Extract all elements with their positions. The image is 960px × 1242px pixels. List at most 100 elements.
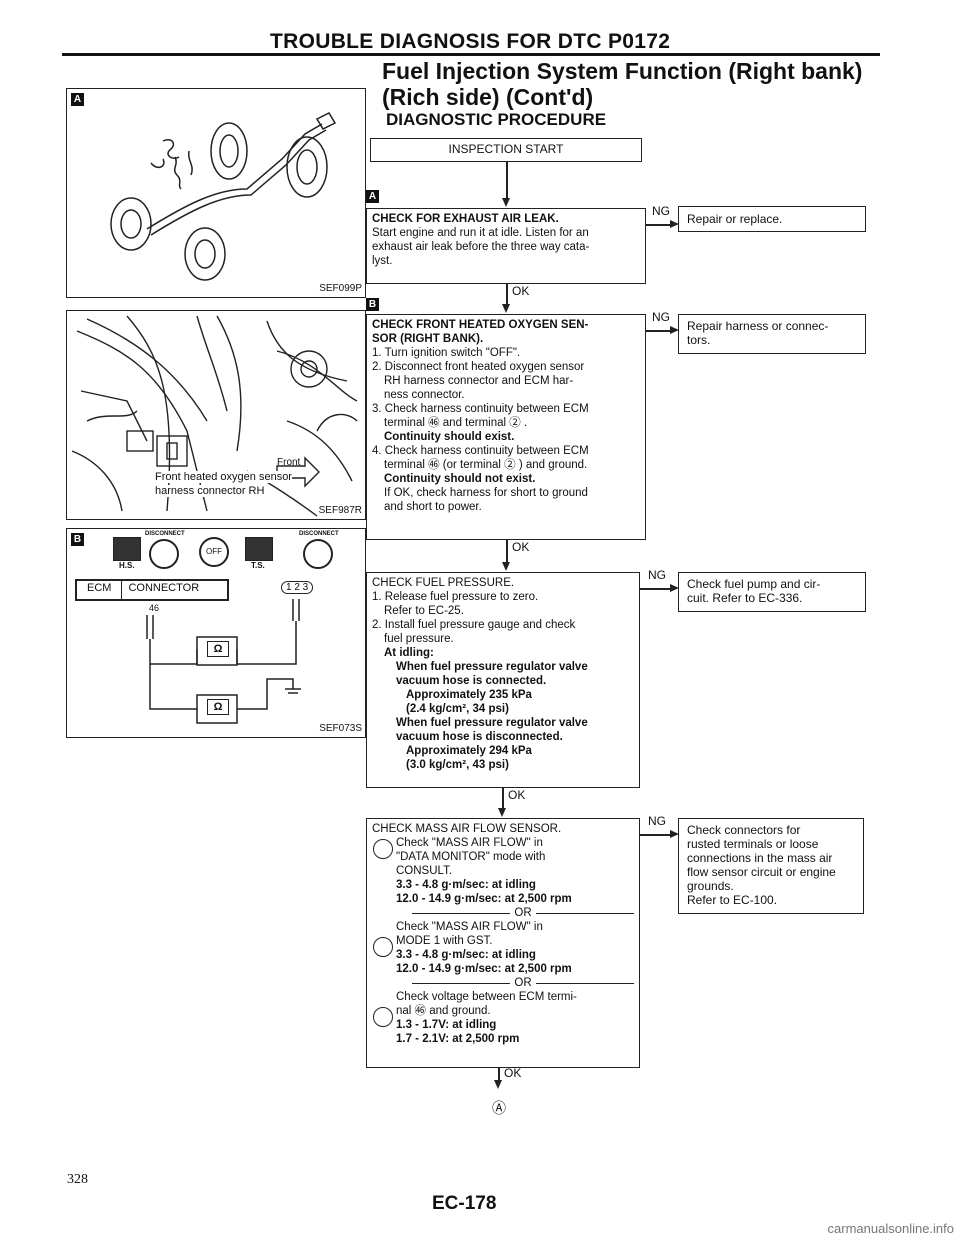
- ts-icon: [245, 537, 273, 561]
- step-line: If OK, check harness for short to ground: [384, 487, 588, 499]
- step-line: 3. Check harness continuity between ECM: [372, 403, 589, 415]
- ohm-symbol: Ω: [213, 643, 223, 655]
- step-line: 1.7 - 2.1V: at 2,500 rpm: [396, 1033, 520, 1045]
- flow-arrow: [502, 198, 510, 207]
- ecm-label: ECM: [77, 581, 123, 599]
- ng-connector: [646, 330, 670, 332]
- disconnect-icon: [113, 537, 141, 561]
- step-line: 2. Disconnect front heated oxygen sensor: [372, 361, 585, 373]
- step-line: vacuum hose is connected.: [396, 675, 547, 687]
- hs-label: H.S.: [119, 561, 135, 570]
- section-title: Fuel Injection System Function (Right ba…: [382, 58, 882, 110]
- ok-label: OK: [508, 788, 526, 802]
- step-line: Continuity should exist.: [384, 431, 515, 443]
- step-line: RH harness connector and ECM har-: [384, 375, 574, 387]
- connector-icon: [303, 539, 333, 569]
- page-header: TROUBLE DIAGNOSIS FOR DTC P0172: [270, 30, 671, 53]
- step-line: At idling:: [384, 647, 434, 659]
- step-line: 4. Check harness continuity between ECM: [372, 445, 589, 457]
- ng-action-line: rusted terminals or loose: [687, 837, 819, 851]
- continuation-marker: Ⓐ: [492, 1100, 506, 1116]
- ignition-off-icon: OFF: [199, 537, 229, 567]
- ng-action-box: Check fuel pump and cir- cuit. Refer to …: [678, 572, 866, 612]
- ng-arrow: [670, 220, 679, 228]
- terminal-46-label: 46: [149, 603, 160, 613]
- step-line: terminal ㊻ (or terminal ② ) and ground.: [384, 459, 588, 471]
- figure-marker-a: A: [71, 93, 84, 106]
- ng-action-line: flow sensor circuit or engine: [687, 865, 836, 879]
- step-line: 1.3 - 1.7V: at idling: [396, 1019, 497, 1031]
- step-line: Check voltage between ECM termi-: [396, 991, 577, 1003]
- ts-label: T.S.: [251, 561, 265, 570]
- step-line: CHECK FUEL PRESSURE.: [372, 577, 515, 589]
- inspection-start-label: INSPECTION START: [448, 142, 564, 156]
- ng-label: NG: [648, 568, 666, 582]
- ng-action-line: Check connectors for: [687, 823, 801, 837]
- step-marker-a: A: [366, 190, 379, 203]
- step-line: 2. Install fuel pressure gauge and check: [372, 619, 576, 631]
- procedure-heading: DIAGNOSTIC PROCEDURE: [386, 110, 607, 129]
- figure-exhaust: A SEF099P: [66, 88, 366, 298]
- step-line: CHECK FOR EXHAUST AIR LEAK.: [372, 213, 559, 225]
- step-line: 12.0 - 14.9 g·m/sec: at 2,500 rpm: [396, 963, 572, 975]
- ng-connector: [646, 224, 670, 226]
- step-line: exhaust air leak before the three way ca…: [372, 241, 590, 253]
- ng-arrow: [670, 326, 679, 334]
- ng-action-line: Repair harness or connec-: [687, 319, 829, 333]
- sensor-label-line2: harness connector RH: [155, 485, 265, 497]
- exhaust-illustration: [110, 112, 337, 281]
- flow-arrow: [502, 562, 510, 571]
- figure-code: SEF073S: [319, 723, 362, 734]
- ng-label: NG: [648, 814, 666, 828]
- step-line: (2.4 kg/cm², 34 psi): [406, 703, 509, 715]
- step-line: 1. Turn ignition switch "OFF".: [372, 347, 521, 359]
- ng-action-line: grounds.: [687, 879, 734, 893]
- step-line: Refer to EC-25.: [384, 605, 464, 617]
- step-line: Approximately 235 kPa: [406, 689, 532, 701]
- step-line: ness connector.: [384, 389, 465, 401]
- step-line: 3.3 - 4.8 g·m/sec: at idling: [396, 949, 536, 961]
- flow-connector: [506, 540, 508, 562]
- step-line: CONSULT.: [396, 865, 453, 877]
- page-number: 328: [67, 1172, 88, 1187]
- ng-action-line: tors.: [687, 333, 711, 347]
- sensor-label-line1: Front heated oxygen sensor: [155, 471, 292, 483]
- step-marker-b: B: [366, 298, 379, 311]
- step-line: 12.0 - 14.9 g·m/sec: at 2,500 rpm: [396, 893, 572, 905]
- flow-arrow: [494, 1080, 502, 1089]
- ng-action-box: Repair or replace.: [678, 206, 866, 232]
- ng-action-box: Repair harness or connec- tors.: [678, 314, 866, 354]
- sensor-connector-pins: 1 2 3: [281, 581, 314, 594]
- section-title-line2: (Rich side) (Cont'd): [382, 84, 594, 110]
- or-separator: OR: [372, 906, 634, 920]
- ok-label: OK: [512, 284, 530, 298]
- step-line: "DATA MONITOR" mode with: [396, 851, 546, 863]
- step-line: nal ㊻ and ground.: [396, 1005, 491, 1017]
- inspection-start-box: INSPECTION START: [370, 138, 642, 162]
- figure-oxygen-sensor-location: Front Front heated oxygen sensor harness…: [66, 310, 366, 520]
- ok-label: OK: [504, 1066, 522, 1080]
- step-line: terminal ㊻ and terminal ② .: [384, 417, 528, 429]
- step-line: and short to power.: [384, 501, 482, 513]
- connector-disconnect-label: DISCONNECT: [145, 531, 185, 537]
- figure-continuity-check: B H.S. DISCONNECT OFF T.S. DISCONNECT EC…: [66, 528, 366, 738]
- step-line: vacuum hose is disconnected.: [396, 731, 563, 743]
- off-label: OFF: [206, 547, 222, 556]
- connector-icon: [149, 539, 179, 569]
- step-mass-air-flow: CHECK MASS AIR FLOW SENSOR. Check "MASS …: [366, 818, 640, 1068]
- step-fuel-pressure: CHECK FUEL PRESSURE. 1. Release fuel pre…: [366, 572, 640, 788]
- step-line: 3.3 - 4.8 g·m/sec: at idling: [396, 879, 536, 891]
- section-title-line1: Fuel Injection System Function (Right ba…: [382, 58, 863, 84]
- ng-action-line: Repair or replace.: [687, 212, 783, 226]
- connector-disconnect-label: DISCONNECT: [299, 531, 339, 537]
- step-line: Approximately 294 kPa: [406, 745, 532, 757]
- ohm-symbol: Ω: [213, 701, 223, 713]
- flow-connector: [506, 162, 508, 198]
- step-line: 1. Release fuel pressure to zero.: [372, 591, 539, 603]
- continuity-circuit: [146, 599, 301, 724]
- step-line: SOR (RIGHT BANK).: [372, 333, 484, 345]
- consult-icon: [373, 839, 393, 859]
- ng-arrow: [670, 830, 679, 838]
- figure-marker-b: B: [71, 533, 84, 546]
- step-exhaust-leak: CHECK FOR EXHAUST AIR LEAK. Start engine…: [366, 208, 646, 284]
